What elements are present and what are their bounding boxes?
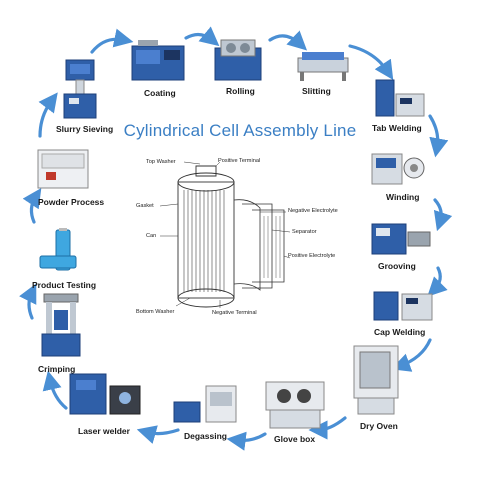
battery-cells-icon xyxy=(39,228,77,271)
step-label-dry-oven: Dry Oven xyxy=(360,421,398,431)
step-label-glove-box: Glove box xyxy=(274,434,316,444)
cap-welding-machine-icon xyxy=(373,291,433,321)
cylindrical-cell-cross-section xyxy=(159,161,291,308)
step-label-powder-process: Powder Process xyxy=(38,197,105,207)
diagram-title: Cylindrical Cell Assembly Line xyxy=(123,121,357,140)
part-label-negative-electrolyte: Negative Electrolyte xyxy=(288,208,338,214)
step-label-crimping: Crimping xyxy=(38,364,76,374)
powder-process-machine-icon xyxy=(37,149,89,189)
laser-welder-icon xyxy=(69,373,141,415)
arrow-tabwelding-to-winding xyxy=(428,114,449,158)
step-label-degassing: Degassing xyxy=(184,431,227,441)
step-label-slurry-sieving: Slurry Sieving xyxy=(56,124,114,134)
slurry-sieving-machine-icon xyxy=(63,59,97,119)
grooving-machine-icon xyxy=(371,223,431,255)
part-label-separator: Separator xyxy=(292,229,317,235)
degassing-machine-icon xyxy=(173,385,237,423)
arrow-degassing-to-laser xyxy=(136,425,180,444)
part-label-top-washer: Top Washer xyxy=(146,159,176,165)
arrow-laser-to-crimping xyxy=(42,370,68,410)
arrow-glovebox-to-degassing xyxy=(226,431,267,451)
arrow-rolling-to-slitting xyxy=(268,30,308,51)
step-label-winding: Winding xyxy=(386,192,420,202)
arrow-sieving-to-coating xyxy=(90,28,134,54)
rolling-machine-icon xyxy=(214,39,262,81)
winding-machine-icon xyxy=(371,153,425,185)
step-label-slitting: Slitting xyxy=(302,86,331,96)
step-label-grooving: Grooving xyxy=(378,261,416,271)
step-label-coating: Coating xyxy=(144,88,176,98)
step-label-cap-welding: Cap Welding xyxy=(374,327,426,337)
step-label-rolling: Rolling xyxy=(226,86,255,96)
arrow-crimping-to-testing xyxy=(19,283,37,320)
step-label-product-testing: Product Testing xyxy=(32,280,97,290)
arrow-slitting-to-tabwelding xyxy=(348,44,394,81)
part-label-positive-terminal: Positive Terminal xyxy=(218,158,261,164)
tab-welding-machine-icon xyxy=(375,79,425,117)
crimping-machine-icon xyxy=(41,293,81,357)
step-label-laser-welder: Laser welder xyxy=(78,426,130,436)
arrow-grooving-to-capwelding xyxy=(427,266,448,297)
part-label-can: Can xyxy=(146,233,157,239)
part-label-positive-electrolyte: Positive Electrolyte xyxy=(288,253,336,259)
arrow-capwelding-to-dryoven xyxy=(390,338,432,372)
part-label-bottom-washer: Bottom Washer xyxy=(136,309,175,315)
part-label-gasket: Gasket xyxy=(136,203,154,209)
dry-oven-icon xyxy=(353,345,399,415)
arrow-coating-to-rolling xyxy=(184,26,220,47)
arrow-testing-to-powder xyxy=(22,188,42,224)
part-label-negative-terminal: Negative Terminal xyxy=(212,310,257,316)
arrow-powder-to-sieving xyxy=(38,92,58,138)
slitting-machine-icon xyxy=(297,52,349,81)
glove-box-icon xyxy=(265,381,325,429)
coating-machine-icon xyxy=(131,40,185,81)
step-label-tab-welding: Tab Welding xyxy=(372,123,422,133)
arrow-winding-to-grooving xyxy=(433,198,453,232)
arrow-dryoven-to-glovebox xyxy=(308,416,347,440)
